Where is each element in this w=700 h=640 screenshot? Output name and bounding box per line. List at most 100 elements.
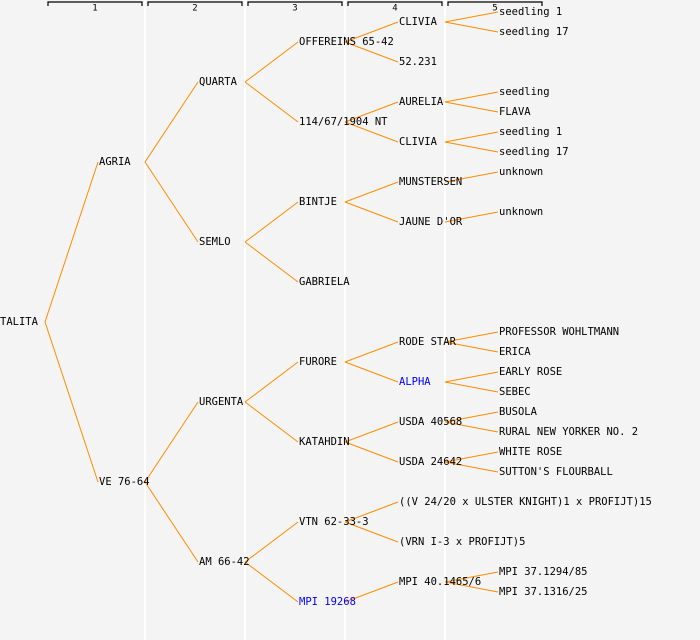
pedigree-node: EARLY ROSE	[499, 366, 562, 378]
pedigree-link	[344, 361, 399, 383]
pedigree-node: MPI 40.1465/6	[399, 576, 481, 588]
pedigree-node: VTN 62-33-3	[299, 516, 369, 528]
pedigree-node: PROFESSOR WOHLTMANN	[499, 326, 619, 338]
pedigree-node[interactable]: MPI 19268	[299, 596, 356, 608]
pedigree-node: RURAL NEW YORKER NO. 2	[499, 426, 638, 438]
pedigree-link	[344, 201, 399, 223]
pedigree-link	[344, 101, 399, 123]
pedigree-node: MPI 37.1294/85	[499, 566, 588, 578]
pedigree-link	[44, 321, 99, 483]
pedigree-link	[144, 481, 199, 563]
pedigree-node: seedling	[499, 86, 550, 98]
pedigree-link	[444, 371, 499, 383]
pedigree-links	[44, 11, 499, 603]
pedigree-node: TALITA	[0, 316, 39, 328]
pedigree-node: JAUNE D'OR	[399, 216, 463, 228]
pedigree-link	[244, 201, 299, 243]
pedigree-link	[344, 581, 399, 603]
pedigree-node: WHITE ROSE	[499, 446, 562, 458]
pedigree-link	[444, 571, 499, 583]
pedigree-node: QUARTA	[199, 76, 238, 88]
pedigree-link	[344, 41, 399, 63]
pedigree-node: OFFEREINS 65-42	[299, 36, 394, 48]
pedigree-node: FLAVA	[499, 106, 531, 118]
pedigree-link	[44, 161, 99, 323]
pedigree-node: seedling 1	[499, 126, 562, 138]
pedigree-link	[444, 11, 499, 23]
pedigree-node: seedling 1	[499, 6, 562, 18]
pedigree-link	[244, 561, 299, 603]
pedigree-link	[444, 411, 499, 423]
column-number: 5	[492, 4, 497, 14]
pedigree-link	[344, 181, 399, 203]
column-header: 1 2 3 4 5	[47, 1, 543, 14]
pedigree-link	[444, 91, 499, 103]
column-number: 1	[92, 4, 97, 14]
column-bracket	[447, 1, 543, 6]
pedigree-link	[444, 21, 499, 33]
pedigree-node: USDA 24642	[399, 456, 462, 468]
pedigree-link	[244, 401, 299, 443]
pedigree-link	[344, 441, 399, 463]
pedigree-node: AURELIA	[399, 96, 444, 108]
pedigree-node: CLIVIA	[399, 136, 438, 148]
pedigree-node: FURORE	[299, 356, 337, 368]
pedigree-link	[444, 461, 499, 473]
pedigree-link	[444, 451, 499, 463]
pedigree-node: SEBEC	[499, 386, 531, 398]
pedigree-node: SUTTON'S FLOURBALL	[499, 466, 613, 478]
pedigree-node: RODE STAR	[399, 336, 457, 348]
column-number: 4	[392, 4, 397, 14]
pedigree-node: ((V 24/20 x ULSTER KNIGHT)1 x PROFIJT)15	[399, 496, 652, 508]
pedigree-link	[244, 41, 299, 83]
pedigree-node: 52.231	[399, 56, 437, 68]
pedigree-node: MPI 37.1316/25	[499, 586, 588, 598]
pedigree-link	[444, 421, 499, 433]
pedigree-node: 114/67/1904 NT	[299, 116, 388, 128]
pedigree-node: unknown	[499, 166, 543, 178]
pedigree-link	[144, 161, 199, 243]
pedigree-node: USDA 40568	[399, 416, 462, 428]
pedigree-link	[444, 211, 499, 223]
pedigree-node: MUNSTERSEN	[399, 176, 462, 188]
pedigree-node: AM 66-42	[199, 556, 250, 568]
column-number: 2	[192, 4, 197, 14]
pedigree-node: CLIVIA	[399, 16, 438, 28]
column-bracket	[247, 1, 343, 6]
pedigree-link	[444, 131, 499, 143]
pedigree-node: AGRIA	[99, 156, 131, 168]
pedigree-link	[444, 331, 499, 343]
column-bracket	[47, 1, 143, 6]
pedigree-link	[244, 521, 299, 563]
pedigree-node: URGENTA	[199, 396, 244, 408]
pedigree-node: unknown	[499, 206, 543, 218]
pedigree-link	[144, 81, 199, 163]
pedigree-node: SEMLO	[199, 236, 231, 248]
pedigree-node: KATAHDIN	[299, 436, 350, 448]
pedigree-node: seedling 17	[499, 26, 569, 38]
pedigree-link	[344, 341, 399, 363]
pedigree-link	[244, 361, 299, 403]
pedigree-link	[344, 501, 399, 523]
pedigree-node: GABRIELA	[299, 276, 350, 288]
column-bracket	[347, 1, 443, 6]
pedigree-node: BINTJE	[299, 196, 337, 208]
pedigree-node: ERICA	[499, 346, 531, 358]
column-number: 3	[292, 4, 297, 14]
pedigree-node: (VRN I-3 x PROFIJT)5	[399, 536, 525, 548]
pedigree-link	[344, 421, 399, 443]
pedigree-link	[344, 121, 399, 143]
pedigree-node: BUSOLA	[499, 406, 538, 418]
pedigree-link	[444, 171, 499, 183]
pedigree-link	[444, 141, 499, 153]
pedigree-node[interactable]: ALPHA	[399, 376, 431, 388]
column-dividers	[144, 0, 446, 640]
pedigree-link	[344, 521, 399, 543]
pedigree-link	[444, 101, 499, 113]
pedigree-link	[144, 401, 199, 483]
pedigree-node: VE 76-64	[99, 476, 150, 488]
pedigree-link	[444, 341, 499, 353]
pedigree-link	[444, 381, 499, 393]
